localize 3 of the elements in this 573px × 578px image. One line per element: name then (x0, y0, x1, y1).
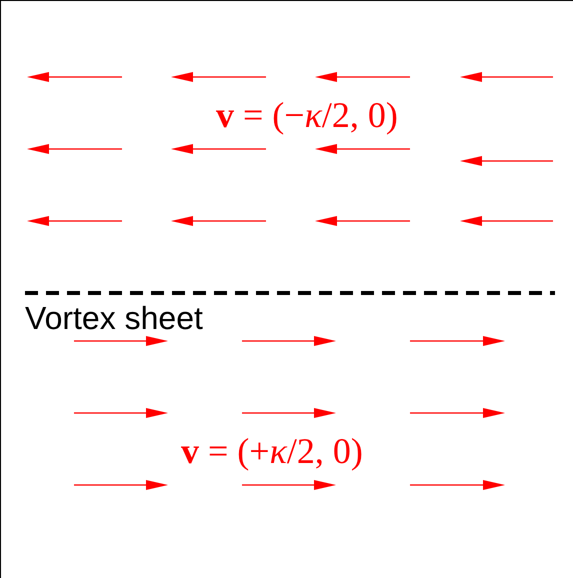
velocity-label: v = (+κ/2, 0) (181, 433, 363, 469)
velocity-label: v = (−κ/2, 0) (216, 97, 398, 133)
sheet-label: Vortex sheet (25, 302, 203, 334)
